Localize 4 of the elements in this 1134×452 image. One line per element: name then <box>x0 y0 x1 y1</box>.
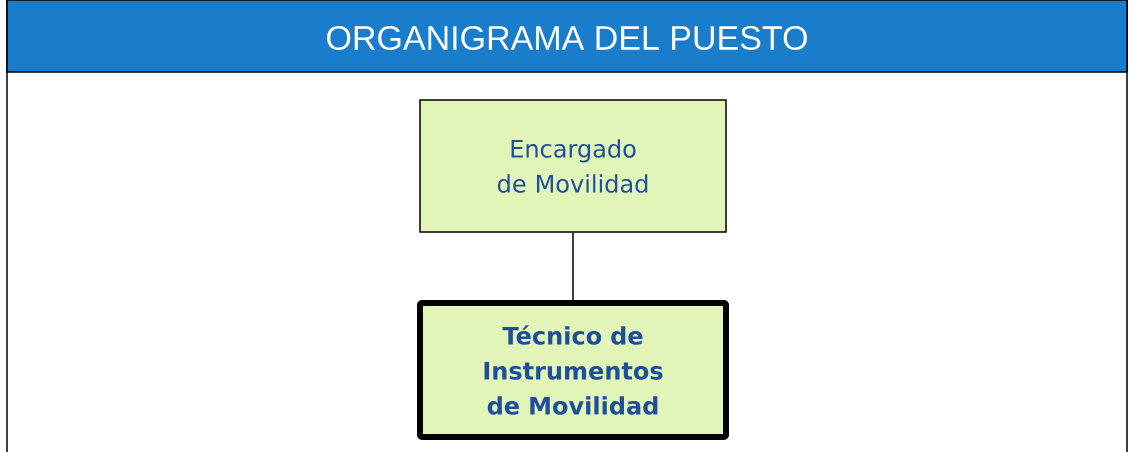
position-box: Encargado de Movilidad <box>419 99 727 233</box>
highlighted-position-box: Técnico de Instrumentos de Movilidad <box>417 300 729 440</box>
connector-line <box>572 232 574 301</box>
title-band: ORGANIGRAMA DEL PUESTO <box>6 0 1128 73</box>
